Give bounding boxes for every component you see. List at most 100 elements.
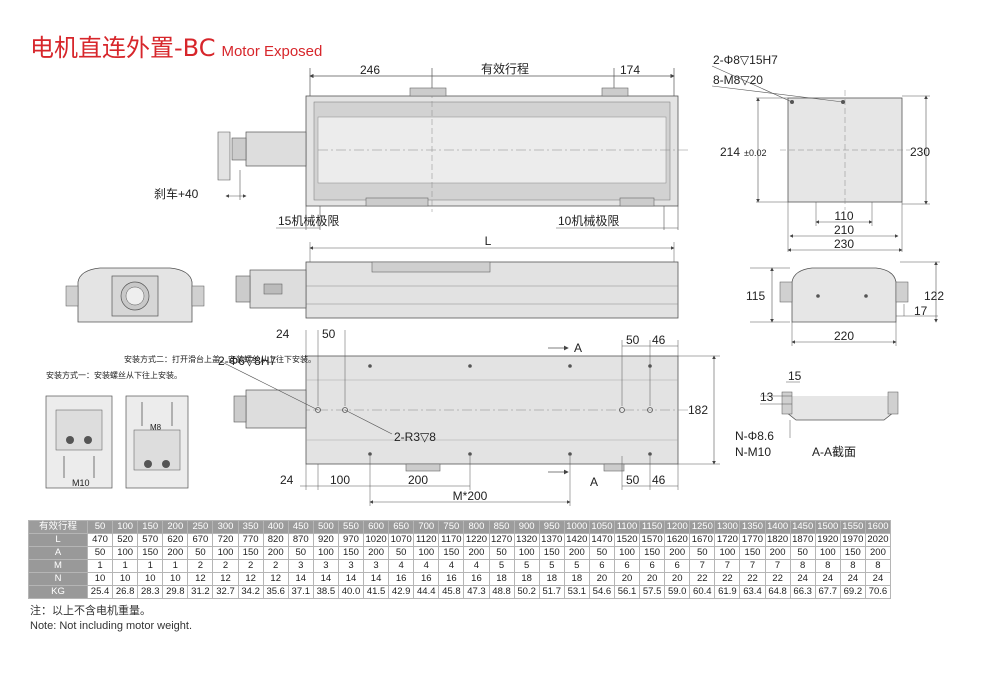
spec-cell: 47.3 bbox=[463, 585, 490, 599]
spec-cell: 2 bbox=[237, 559, 264, 573]
note: 注：以上不含电机重量。 Note: Not including motor we… bbox=[30, 604, 192, 634]
spec-cell: 6 bbox=[664, 559, 691, 573]
spec-cell: 6 bbox=[613, 559, 641, 573]
dim-214: 214 bbox=[720, 145, 740, 159]
spec-cell: 570 bbox=[137, 533, 164, 547]
spec-cell: 50 bbox=[488, 546, 515, 560]
spec-cell: 550 bbox=[337, 520, 365, 534]
note-en: Note: Not including motor weight. bbox=[30, 620, 193, 632]
section-label: A-A截面 bbox=[812, 445, 856, 459]
spec-cell: 1020 bbox=[363, 533, 390, 547]
spec-cell: 53.1 bbox=[563, 585, 590, 599]
spec-cell: 1 bbox=[86, 559, 114, 573]
spec-cell: 4 bbox=[438, 559, 465, 573]
spec-cell: 1820 bbox=[764, 533, 791, 547]
spec-cell: 1400 bbox=[764, 520, 791, 534]
spec-cell: 63.4 bbox=[739, 585, 766, 599]
spec-cell: 6 bbox=[639, 559, 666, 573]
dim-13: 13 bbox=[760, 390, 774, 404]
dim-24-top: 24 bbox=[276, 327, 290, 341]
spec-cell: 620 bbox=[162, 533, 189, 547]
spec-cell: 2 bbox=[262, 559, 289, 573]
spec-cell: 4 bbox=[388, 559, 415, 573]
spec-cell: 1220 bbox=[463, 533, 490, 547]
spec-cell: 670 bbox=[187, 533, 214, 547]
spec-cell: 24 bbox=[814, 572, 841, 586]
spec-cell: 150 bbox=[639, 546, 666, 560]
spec-cell: 50 bbox=[388, 546, 415, 560]
spec-cell: 50 bbox=[287, 546, 314, 560]
spec-cell: 5 bbox=[513, 559, 540, 573]
dim-100: 100 bbox=[330, 473, 350, 487]
spec-cell: 25.4 bbox=[86, 585, 114, 599]
spec-cell: 100 bbox=[413, 546, 440, 560]
spec-cell: 1600 bbox=[864, 520, 892, 534]
spec-cell: 16 bbox=[463, 572, 490, 586]
hole-pin: 2-Φ6▽8H7 bbox=[218, 354, 276, 368]
spec-cell: 50 bbox=[86, 520, 114, 534]
spec-cell: 770 bbox=[237, 533, 264, 547]
spec-cell: 1520 bbox=[613, 533, 641, 547]
limit-right: 10机械极限 bbox=[558, 213, 619, 228]
spec-cell: 870 bbox=[287, 533, 314, 547]
spec-cell: 1720 bbox=[714, 533, 741, 547]
spec-cell: 60.4 bbox=[689, 585, 716, 599]
spec-cell: 2 bbox=[212, 559, 239, 573]
dim-122: 122 bbox=[924, 289, 944, 303]
dim-50-rb: 50 bbox=[626, 473, 640, 487]
spec-cell: 18 bbox=[538, 572, 565, 586]
section-a-bot: A bbox=[590, 475, 598, 489]
spec-cell: 3 bbox=[363, 559, 390, 573]
hole-m: N-M10 bbox=[735, 445, 771, 459]
spec-row-header: 有效行程 bbox=[28, 520, 88, 534]
spec-cell: 26.8 bbox=[112, 585, 139, 599]
spec-cell: 16 bbox=[438, 572, 465, 586]
spec-cell: 900 bbox=[513, 520, 540, 534]
spec-cell: 28.3 bbox=[137, 585, 164, 599]
spec-cell: 50 bbox=[689, 546, 716, 560]
hole-top: 2-Φ8▽15H7 bbox=[713, 53, 778, 67]
spec-cell: 350 bbox=[237, 520, 264, 534]
spec-cell: 22 bbox=[739, 572, 766, 586]
spec-cell: 950 bbox=[538, 520, 565, 534]
spec-cell: 37.1 bbox=[287, 585, 314, 599]
technical-drawing: 246 有效行程 174 刹车+40 15机械极限 10机械极限 bbox=[45, 53, 944, 506]
spec-cell: 4 bbox=[463, 559, 490, 573]
title-sub: Motor Exposed bbox=[221, 43, 323, 60]
spec-cell: 100 bbox=[112, 546, 139, 560]
spec-cell: 10 bbox=[162, 572, 189, 586]
spec-cell: 20 bbox=[588, 572, 615, 586]
spec-cell: 42.9 bbox=[388, 585, 415, 599]
install-method2: 安装方式二：打开滑台上盖，安装螺丝从上往下安装。 bbox=[124, 354, 316, 364]
spec-cell: 1 bbox=[162, 559, 189, 573]
spec-cell: 22 bbox=[714, 572, 741, 586]
spec-cell: 14 bbox=[337, 572, 365, 586]
spec-cell: 1350 bbox=[739, 520, 766, 534]
install-m8: M8 bbox=[150, 423, 162, 432]
spec-cell: 24 bbox=[839, 572, 866, 586]
spec-cell: 1570 bbox=[639, 533, 666, 547]
spec-cell: 14 bbox=[312, 572, 339, 586]
spec-cell: 100 bbox=[513, 546, 540, 560]
spec-cell: 7 bbox=[689, 559, 716, 573]
spec-cell: 7 bbox=[764, 559, 791, 573]
dim-stroke: 有效行程 bbox=[481, 61, 529, 76]
dim-50-top: 50 bbox=[322, 327, 336, 341]
spec-cell: 1100 bbox=[613, 520, 641, 534]
spec-cell: 48.8 bbox=[488, 585, 515, 599]
spec-cell: 150 bbox=[839, 546, 866, 560]
spec-cell: 200 bbox=[563, 546, 590, 560]
spec-cell: 500 bbox=[312, 520, 339, 534]
spec-cell: 16 bbox=[388, 572, 415, 586]
spec-cell: 24 bbox=[789, 572, 816, 586]
spec-cell: 3 bbox=[287, 559, 314, 573]
spec-cell: 200 bbox=[162, 546, 189, 560]
spec-cell: 38.5 bbox=[312, 585, 339, 599]
spec-cell: 31.2 bbox=[187, 585, 214, 599]
spec-cell: 150 bbox=[337, 546, 365, 560]
spec-cell: 8 bbox=[839, 559, 866, 573]
spec-cell: 200 bbox=[262, 546, 289, 560]
dim-230-r: 230 bbox=[910, 145, 930, 159]
